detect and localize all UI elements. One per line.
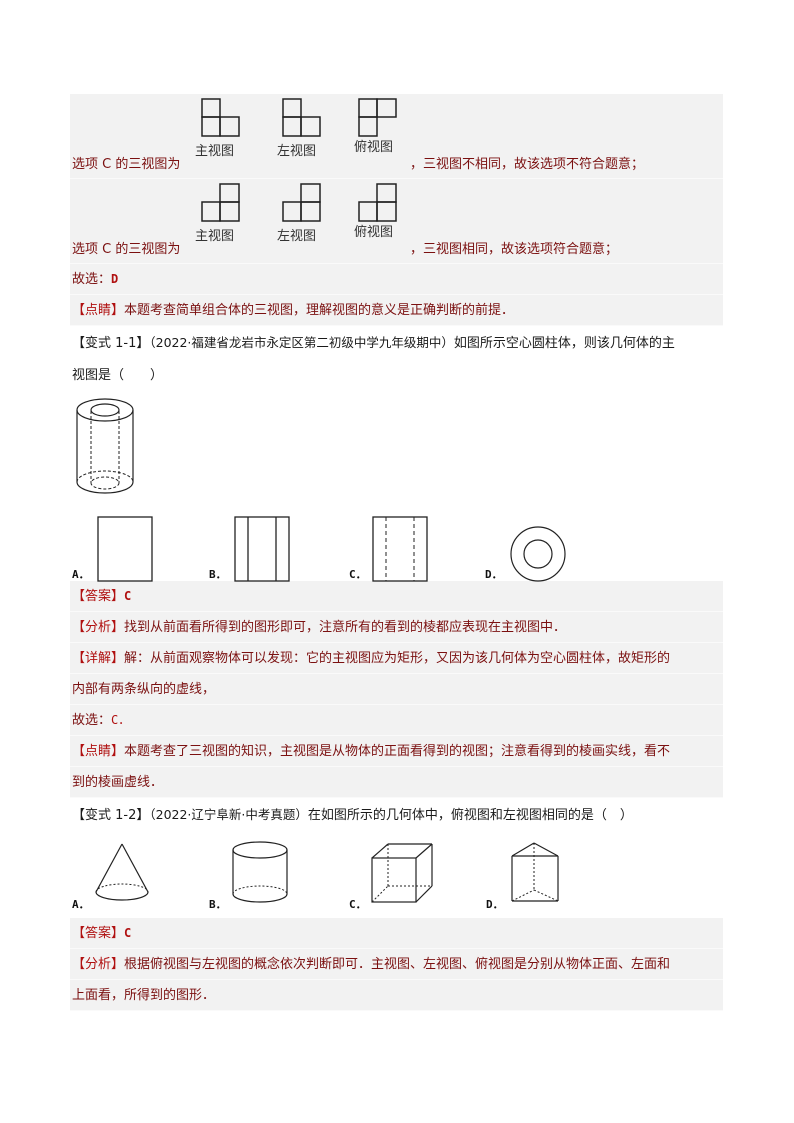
comment-text: 本题考查了三视图的知识，主视图是从物体的正面看得到的视图；注意看得到的棱画实线，…: [124, 744, 671, 759]
answer-value: C: [124, 589, 132, 603]
comment-line: 【点睛】本题考查简单组合体的三视图，理解视图的意义是正确判断的前提．: [70, 295, 723, 326]
front-view-caption: 主视图: [195, 144, 235, 159]
comment-text: 本题考查简单组合体的三视图，理解视图的意义是正确判断的前提．: [124, 303, 515, 318]
solution-block-1: 选项 C 的三视图为 主视图 左视图 俯视图 ，三视图不相同，故该选项不符合题意…: [70, 94, 723, 326]
detail-line-2: 内部有两条纵向的虚线，: [70, 674, 723, 705]
option-a-figure: [97, 516, 153, 582]
solution-block-3: 【答案】C 【分析】根据俯视图与左视图的概念依次判断即可．主视图、左视图、俯视图…: [70, 918, 723, 1011]
question-text: 在如图所示的几何体中，俯视图和左视图相同的是（ ）: [307, 808, 633, 823]
cylinder-figure: [232, 841, 288, 903]
variant-1-1-question-line2: 视图是（ ）: [70, 360, 723, 392]
front-view-figure: [201, 183, 240, 222]
option-d-figure: [510, 526, 566, 582]
analysis-line-1: 【分析】根据俯视图与左视图的概念依次判断即可．主视图、左视图、俯视图是分别从物体…: [70, 949, 723, 980]
analysis-tag: 【分析】: [72, 957, 125, 972]
top-view-caption: 俯视图: [354, 225, 394, 240]
analysis-line: 【分析】找到从前面看所得到的图形即可，注意所有的看到的棱都应表现在主视图中．: [70, 612, 723, 643]
detail-text: 内部有两条纵向的虚线，: [72, 682, 216, 697]
triangular-prism-figure: [511, 842, 559, 902]
top-view-figure: [358, 98, 397, 137]
question-text: 如图所示空心圆柱体，则该几何体的主: [453, 336, 675, 351]
choose-label: 故选：: [72, 713, 112, 728]
variant-source: （2022·辽宁阜新·中考真题）: [149, 807, 308, 822]
choose-line: 故选：D: [70, 264, 723, 295]
cube-figure: [371, 843, 433, 903]
comment-line-1: 【点睛】本题考查了三视图的知识，主视图是从物体的正面看得到的视图；注意看得到的棱…: [70, 736, 723, 767]
front-view-caption: 主视图: [195, 229, 235, 244]
comment-text: 到的棱画虚线．: [72, 775, 164, 790]
choose-value: C．: [111, 713, 131, 727]
variant-1-1-figures: A． B． C． D．: [70, 392, 723, 582]
option-b-label: B．: [209, 568, 227, 581]
solution-block-2: 【答案】C 【分析】找到从前面看所得到的图形即可，注意所有的看到的棱都应表现在主…: [70, 581, 723, 798]
left-view-figure: [282, 183, 321, 222]
left-view-figure: [282, 98, 321, 137]
option-b-label: B．: [209, 898, 227, 911]
option-c-figure: [372, 516, 428, 582]
comment-tag: 【点睛】: [72, 303, 125, 318]
answer-line: 【答案】C: [70, 918, 723, 949]
analysis-tag: 【分析】: [72, 620, 125, 635]
detail-tag: 【详解】: [72, 651, 125, 666]
variant-1-2-question: 【变式 1-2】（2022·辽宁阜新·中考真题）在如图所示的几何体中，俯视图和左…: [70, 799, 723, 832]
answer-tag: 【答案】: [72, 589, 125, 604]
left-view-caption: 左视图: [277, 229, 317, 244]
top-view-figure: [358, 183, 397, 222]
top-view-caption: 俯视图: [354, 140, 394, 155]
option-c-label: C．: [349, 568, 367, 581]
three-views-row-2: 选项 C 的三视图为 主视图 左视图 俯视图 ，三视图相同，故该选项符合题意；: [70, 179, 723, 264]
option-d-label: D．: [486, 898, 504, 911]
choose-value: D: [111, 272, 119, 286]
three-views-row-1: 选项 C 的三视图为 主视图 左视图 俯视图 ，三视图不相同，故该选项不符合题意…: [70, 94, 723, 179]
option-a-label: A．: [72, 568, 90, 581]
views-lead-text: 选项 C 的三视图为: [72, 242, 181, 257]
answer-tag: 【答案】: [72, 926, 125, 941]
choose-line: 故选：C．: [70, 705, 723, 736]
front-view-figure: [201, 98, 240, 137]
answer-line: 【答案】C: [70, 581, 723, 612]
cone-figure: [95, 843, 149, 901]
detail-line-1: 【详解】解：从前面观察物体可以发现：它的主视图应为矩形，又因为该几何体为空心圆柱…: [70, 643, 723, 674]
variant-tag: 【变式 1-1】: [72, 336, 150, 351]
views-tail-text: ，三视图不相同，故该选项不符合题意；: [410, 157, 645, 172]
variant-tag: 【变式 1-2】: [72, 808, 150, 823]
variant-source: （2022·福建省龙岩市永定区第二初级中学九年级期中）: [149, 335, 454, 350]
analysis-text: 上面看，所得到的图形．: [72, 988, 216, 1003]
option-d-label: D．: [485, 568, 503, 581]
answer-value: C: [124, 926, 132, 940]
choose-label: 故选：: [72, 272, 112, 287]
hollow-cylinder-figure: [76, 398, 134, 494]
analysis-text: 根据俯视图与左视图的概念依次判断即可．主视图、左视图、俯视图是分别从物体正面、左…: [124, 957, 671, 972]
question-text: 视图是（ ）: [72, 368, 164, 383]
left-view-caption: 左视图: [277, 144, 317, 159]
comment-tag: 【点睛】: [72, 744, 125, 759]
detail-text: 解：从前面观察物体可以发现：它的主视图应为矩形，又因为该几何体为空心圆柱体，故矩…: [124, 651, 671, 666]
views-tail-text: ，三视图相同，故该选项符合题意；: [410, 242, 619, 257]
analysis-text: 找到从前面看所得到的图形即可，注意所有的看到的棱都应表现在主视图中．: [124, 620, 567, 635]
option-c-label: C．: [349, 898, 367, 911]
variant-1-2-figures: A． B． C． D．: [70, 832, 723, 914]
option-a-label: A．: [72, 898, 90, 911]
views-lead-text: 选项 C 的三视图为: [72, 157, 181, 172]
analysis-line-2: 上面看，所得到的图形．: [70, 980, 723, 1011]
variant-1-1-question-line1: 【变式 1-1】（2022·福建省龙岩市永定区第二初级中学九年级期中）如图所示空…: [70, 327, 723, 360]
option-b-figure: [234, 516, 290, 582]
comment-line-2: 到的棱画虚线．: [70, 767, 723, 798]
document-page: 选项 C 的三视图为 主视图 左视图 俯视图 ，三视图不相同，故该选项不符合题意…: [70, 94, 723, 1011]
